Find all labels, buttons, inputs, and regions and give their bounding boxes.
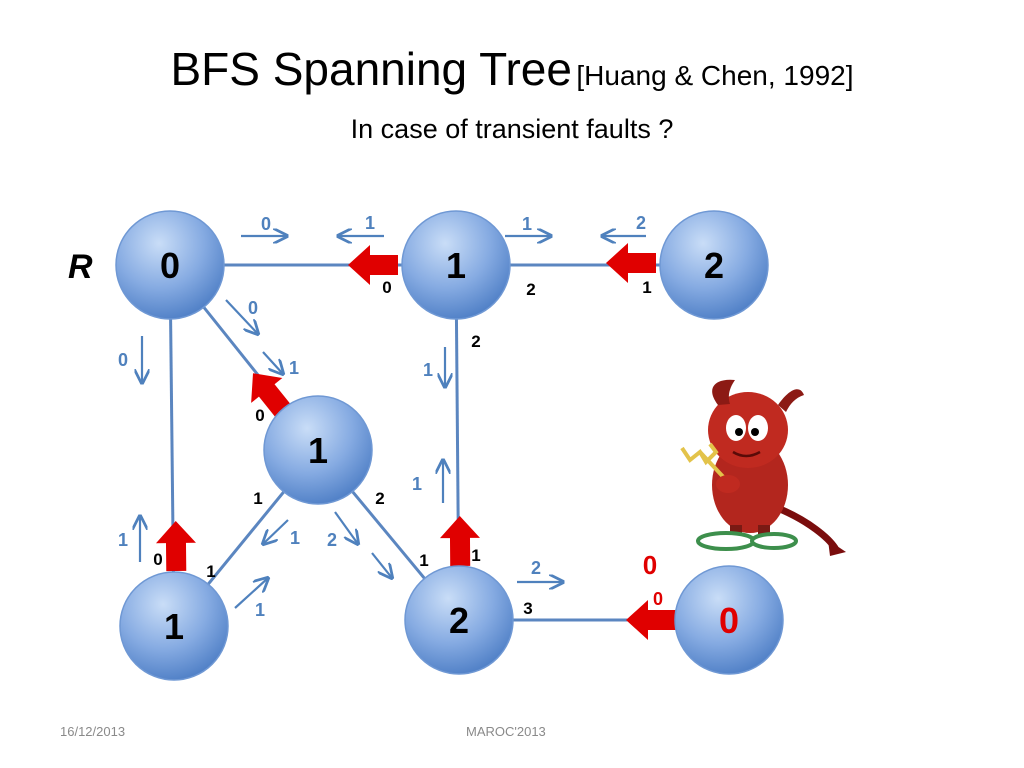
message-7: 1	[118, 516, 140, 562]
message-label: 2	[327, 530, 337, 550]
message-label: 1	[423, 360, 433, 380]
port-label: 0	[153, 550, 162, 569]
footer-date: 16/12/2013	[60, 724, 126, 739]
nodes-layer: 0 1 2 1 1 2 0	[115, 210, 784, 681]
message-13: 1	[234, 578, 268, 620]
message-2: 1	[505, 214, 551, 236]
node-n6: 0	[674, 565, 784, 675]
port-label: 0	[382, 278, 391, 297]
message-12: 2	[517, 558, 563, 582]
node-value: 2	[449, 600, 469, 641]
message-label: 1	[290, 528, 300, 548]
port-label: 3	[523, 599, 532, 618]
node-value: 2	[704, 245, 724, 286]
node-n0: 0	[115, 210, 225, 320]
node-value: 0	[719, 600, 739, 641]
port-label: 1	[253, 489, 262, 508]
node-n5: 2	[404, 565, 514, 675]
title-citation: [Huang & Chen, 1992]	[576, 60, 854, 91]
title-main: BFS Spanning Tree	[170, 43, 572, 95]
bsd-daemon-mascot	[680, 379, 846, 556]
message-arrow	[234, 578, 268, 609]
node-value: 1	[308, 430, 328, 471]
message-extra	[371, 552, 392, 578]
message-label: 1	[255, 600, 265, 620]
fault-label: 0	[653, 589, 663, 609]
message-3: 2	[602, 213, 646, 236]
message-4: 0	[225, 298, 258, 334]
node-n4: 1	[119, 571, 229, 681]
port-label: 1	[471, 546, 480, 565]
messages-layer: 0 1 1 2 0 1 0 1 1 1 1 2 2 1	[118, 213, 646, 620]
node-value: 0	[160, 245, 180, 286]
message-arrow	[263, 519, 289, 544]
message-label: 1	[522, 214, 532, 234]
message-1: 1	[338, 213, 384, 236]
port-label: 2	[375, 489, 384, 508]
node-value: 1	[446, 245, 466, 286]
parent-pointer-arrow-n4	[155, 521, 196, 572]
slide-title: BFS Spanning Tree [Huang & Chen, 1992]	[0, 42, 1024, 96]
fault-label: 0	[643, 550, 657, 580]
parent-pointer-arrow-n3	[251, 373, 293, 419]
node-n2: 2	[659, 210, 769, 320]
parent-pointer-arrow-n5	[439, 516, 480, 567]
message-label: 1	[118, 530, 128, 550]
port-label: 2	[471, 332, 480, 351]
parent-pointer-arrow-n2	[606, 243, 656, 283]
port-label: 1	[206, 562, 215, 581]
parent-pointer-arrow-n6	[626, 600, 676, 640]
node-value: 1	[164, 606, 184, 647]
message-11: 2	[327, 511, 358, 550]
port-label: 0	[255, 406, 264, 425]
message-label: 1	[365, 213, 375, 233]
message-6: 0	[118, 336, 142, 383]
port-label: 2	[526, 280, 535, 299]
message-label: 0	[261, 214, 271, 234]
message-10: 1	[263, 519, 300, 548]
node-n1: 1	[401, 210, 511, 320]
message-5: 1	[262, 351, 299, 378]
message-label: 2	[636, 213, 646, 233]
message-arrow	[334, 511, 358, 544]
port-labels-layer: 0 2 1 2 0 1 2 0 1 1 1 3 0 0	[153, 278, 663, 618]
message-label: 0	[118, 350, 128, 370]
message-arrow	[262, 351, 283, 374]
message-label: 1	[289, 358, 299, 378]
message-label: 2	[531, 558, 541, 578]
footer-conference: MAROC'2013	[466, 724, 546, 739]
parent-arrows-layer	[155, 243, 676, 640]
message-label: 1	[412, 474, 422, 494]
port-label: 1	[642, 278, 651, 297]
node-n3: 1	[263, 395, 373, 505]
port-label: 1	[419, 551, 428, 570]
slide-subtitle: In case of transient faults ?	[350, 114, 674, 144]
message-8: 1	[423, 347, 445, 387]
parent-pointer-arrow-n1	[348, 245, 398, 285]
message-9: 1	[412, 460, 443, 503]
message-0: 0	[241, 214, 287, 236]
message-label: 0	[248, 298, 258, 318]
message-arrow	[225, 299, 258, 334]
root-label: R	[68, 248, 93, 286]
